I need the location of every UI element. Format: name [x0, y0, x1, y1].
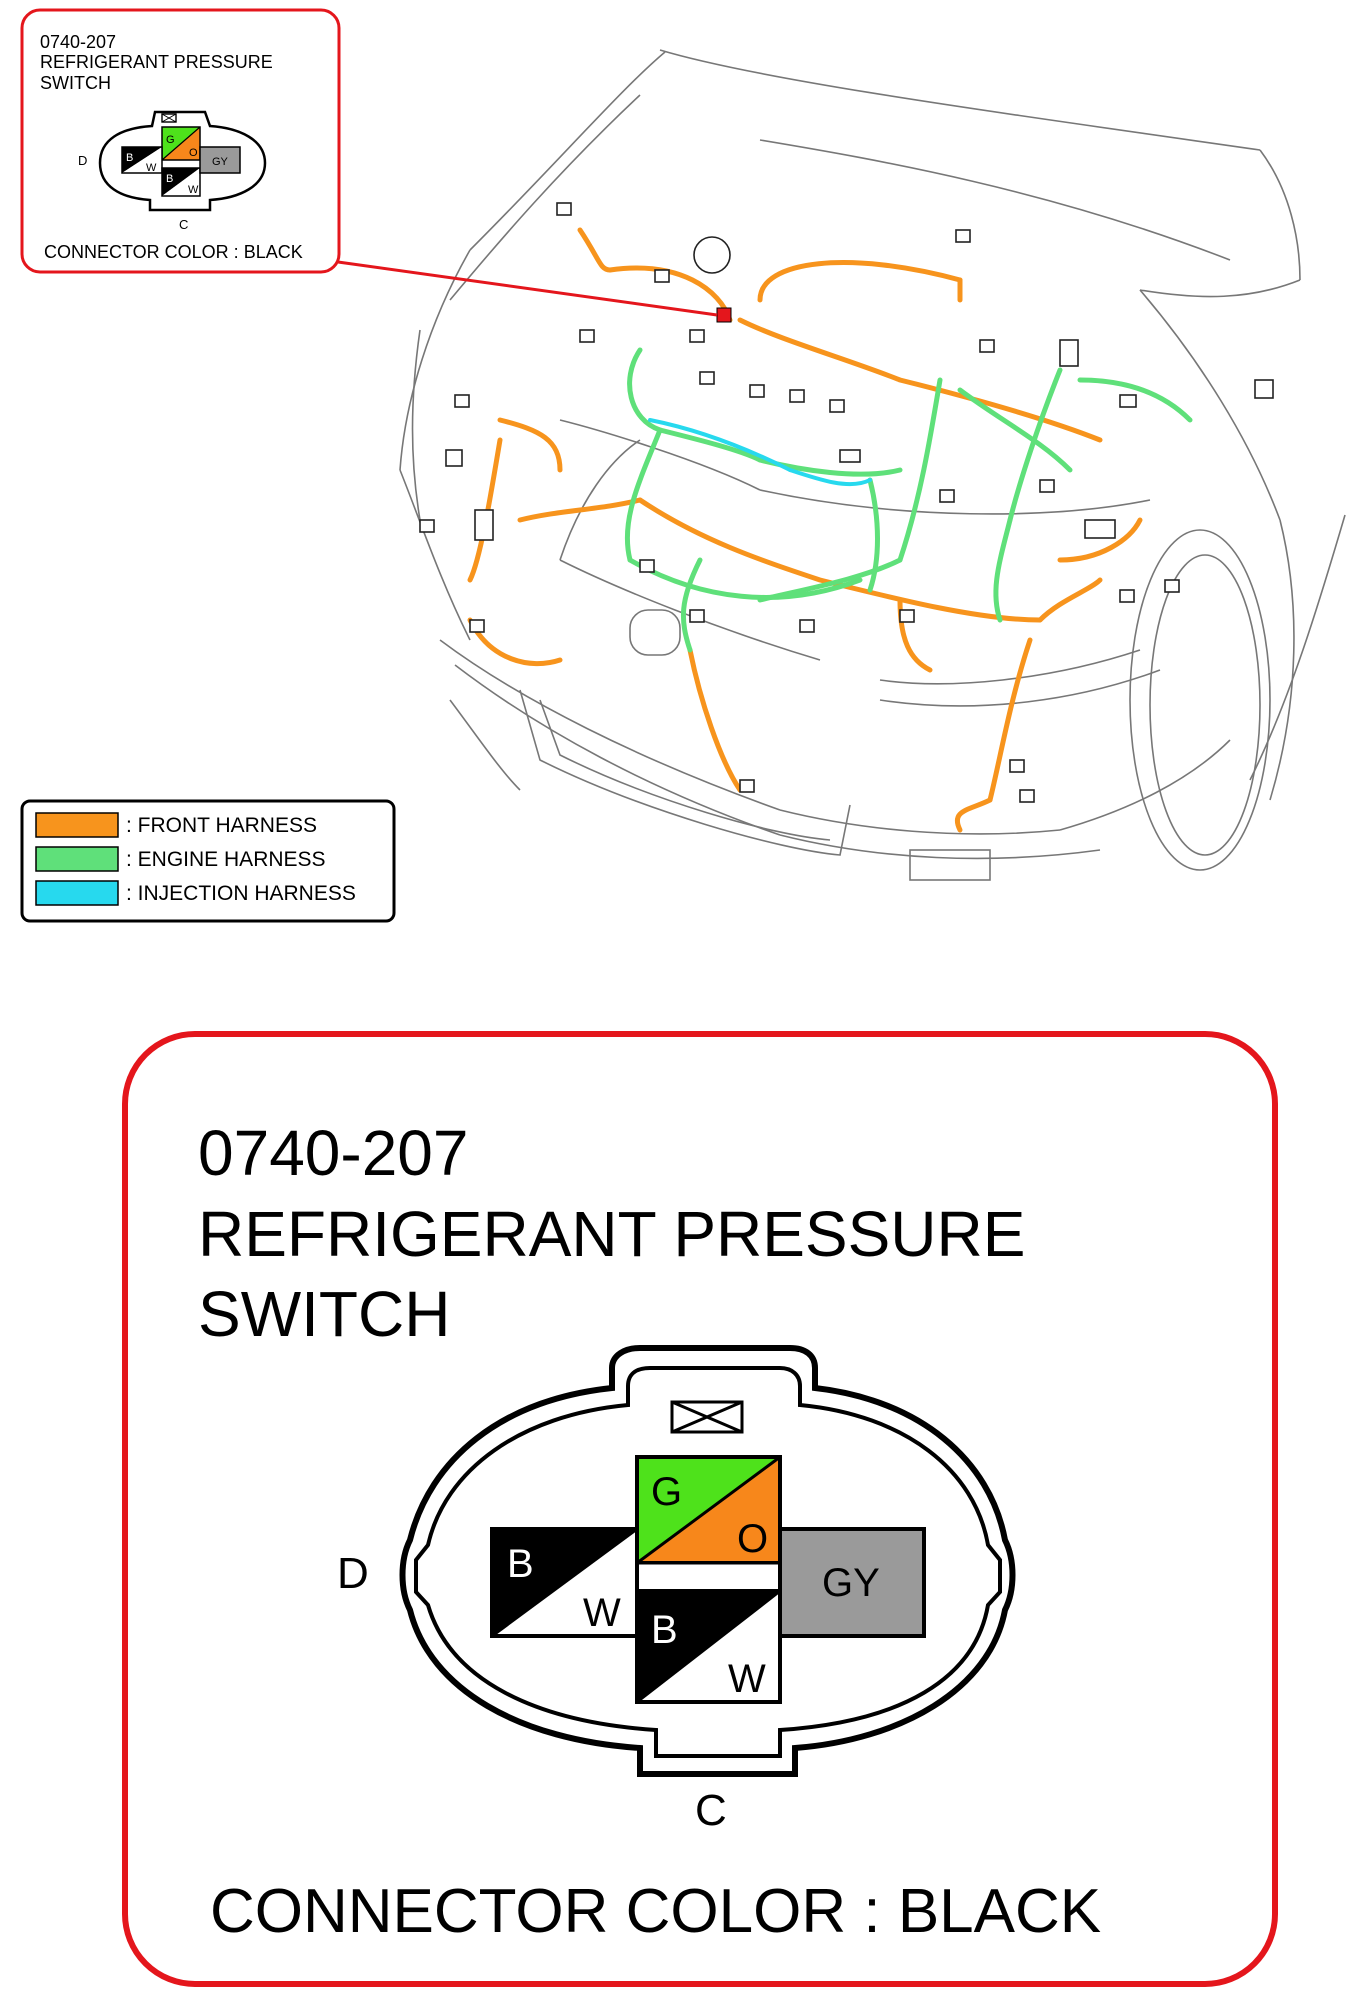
front-harness-routes [467, 227, 1143, 833]
legend-swatch-injection-harness [35, 880, 119, 906]
harness-connectors [419, 202, 1274, 803]
small-callout-code: 0740-207 [40, 32, 116, 52]
terminal-gy: GY [778, 1527, 926, 1638]
engine-harness-routes [624, 347, 1193, 653]
large-connector-face: G O B W B W [337, 1345, 1016, 1835]
terminal-b-left-label: B [507, 1542, 534, 1586]
legend-label-injection-harness: : INJECTION HARNESS [126, 882, 356, 905]
small-side-label-d: D [78, 153, 87, 168]
callout-leader-line [337, 260, 718, 317]
terminal-b-center-label: B [651, 1608, 678, 1652]
small-callout-name-line1: REFRIGERANT PRESSURE [40, 52, 273, 72]
terminal-b-w-center: B W [635, 1589, 782, 1704]
car-engine-bay-illustration [399, 49, 1346, 881]
side-label-d: D [337, 1549, 369, 1598]
small-terminal-b-left-label: B [126, 152, 133, 164]
legend-item-injection-harness: : INJECTION HARNESS [35, 880, 356, 906]
terminal-g-label: G [651, 1470, 682, 1514]
large-callout-name-line1: REFRIGERANT PRESSURE [198, 1198, 1025, 1270]
side-label-c: C [695, 1786, 727, 1835]
small-callout-name-line2: SWITCH [40, 73, 111, 93]
legend-swatch-engine-harness [35, 846, 119, 872]
legend-item-engine-harness: : ENGINE HARNESS [35, 846, 326, 872]
terminal-w-left-label: W [583, 1591, 621, 1635]
refrigerant-switch-location-marker [716, 307, 732, 323]
terminal-gy-label: GY [822, 1561, 880, 1605]
legend-label-engine-harness: : ENGINE HARNESS [126, 848, 326, 871]
terminal-g-o: G O [635, 1455, 782, 1565]
terminal-b-w-left: B W [490, 1527, 639, 1638]
small-callout-connector-color: CONNECTOR COLOR : BLACK [44, 242, 303, 262]
large-callout-connector-color: CONNECTOR COLOR : BLACK [210, 1877, 1101, 1946]
terminal-w-center-label: W [728, 1657, 766, 1701]
large-callout-name-line2: SWITCH [198, 1278, 450, 1350]
small-terminal-w-left-label: W [146, 162, 157, 174]
small-terminal-w-center-label: W [188, 184, 199, 196]
terminal-o-label: O [737, 1517, 768, 1561]
small-callout: 0740-207 REFRIGERANT PRESSURE SWITCH G O… [20, 8, 341, 274]
legend-swatch-front-harness [35, 812, 119, 838]
small-side-label-c: C [179, 217, 188, 232]
small-connector-face: G O B W B W GY D C [78, 110, 267, 232]
small-terminal-g-label: G [166, 134, 175, 146]
legend-label-front-harness: : FRONT HARNESS [126, 814, 317, 837]
injection-harness-routes [648, 418, 872, 487]
large-callout-code: 0740-207 [198, 1117, 468, 1189]
small-terminal-gy-label: GY [212, 156, 229, 168]
small-terminal-b-center-label: B [166, 173, 173, 185]
small-terminal-o-label: O [189, 147, 198, 159]
legend-item-front-harness: : FRONT HARNESS [35, 812, 317, 838]
harness-legend: : FRONT HARNESS : ENGINE HARNESS : INJEC… [20, 799, 396, 923]
large-callout: 0740-207 REFRIGERANT PRESSURE SWITCH G O [122, 1031, 1278, 1987]
